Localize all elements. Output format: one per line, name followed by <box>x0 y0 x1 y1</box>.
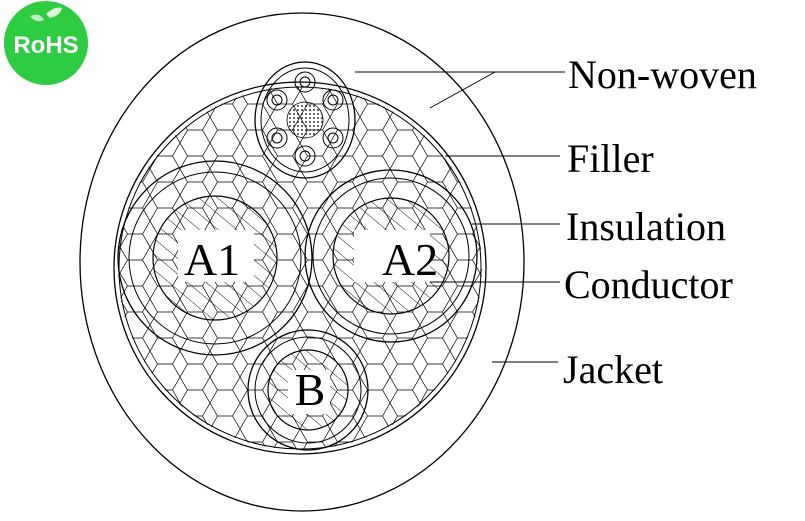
signal-bundle <box>254 61 356 179</box>
rohs-logo-text: RoHS <box>13 32 78 59</box>
callout-conductor: Conductor <box>564 262 733 307</box>
core-b <box>247 329 369 451</box>
callout-insulation: Insulation <box>566 204 726 249</box>
core-b-label: B <box>295 364 326 415</box>
callout-jacket: Jacket <box>563 347 663 392</box>
rohs-logo: RoHS <box>4 1 88 85</box>
core-a1-label: A1 <box>184 234 240 285</box>
core-a1 <box>117 160 313 356</box>
callout-filler: Filler <box>567 136 654 181</box>
callout-non-woven: Non-woven <box>568 52 757 97</box>
core-a2-label: A2 <box>382 234 438 285</box>
jacket-outer <box>79 12 525 512</box>
core-a2 <box>304 169 478 343</box>
leader-lines <box>355 71 565 363</box>
